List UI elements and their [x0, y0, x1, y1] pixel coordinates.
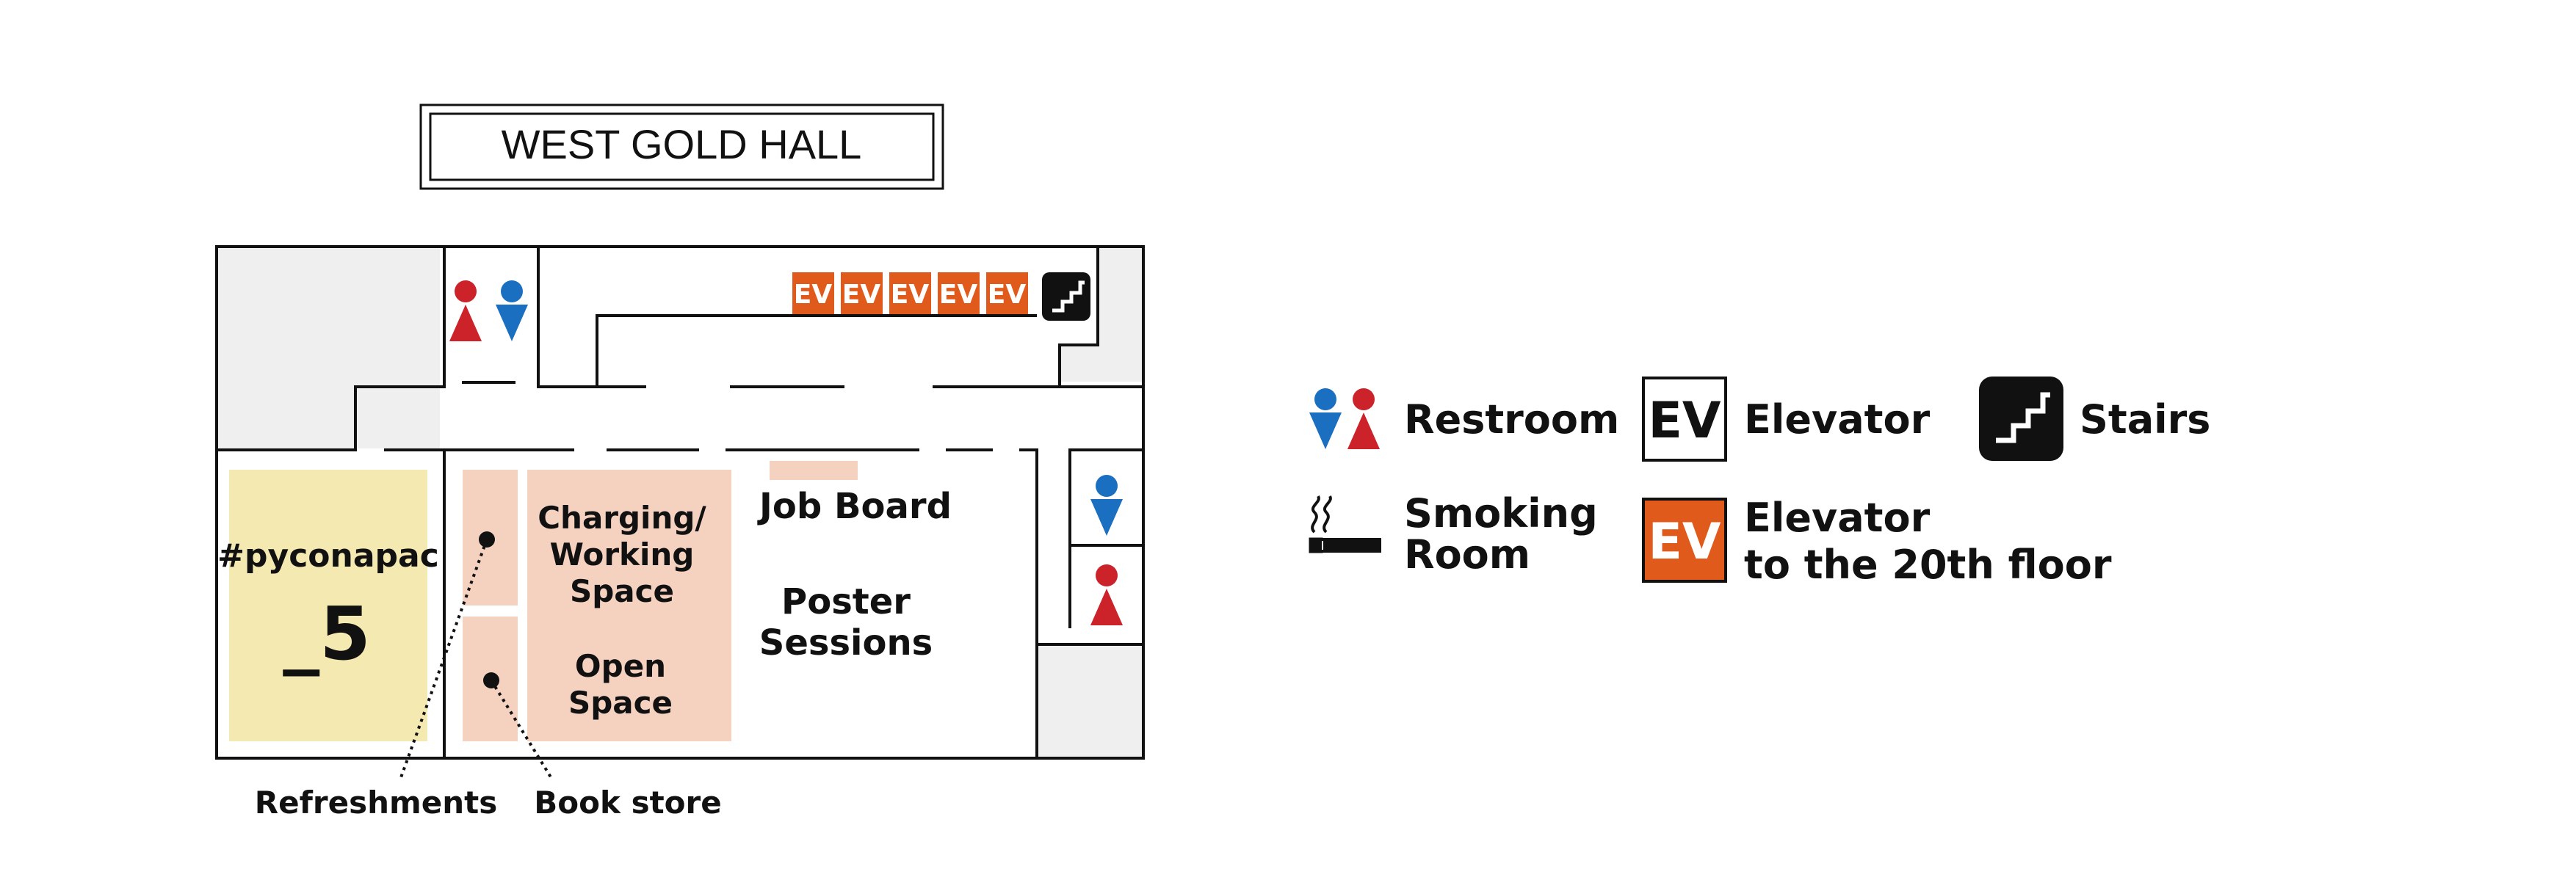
- job-board-bar: [770, 461, 858, 480]
- legend-stairs-icon: [1979, 377, 2063, 461]
- svg-text:EV: EV: [988, 280, 1027, 310]
- main-room-label-1: #pyconapac: [217, 537, 439, 575]
- outer-wall: [215, 245, 1145, 760]
- legend-restroom-label: Restroom: [1404, 396, 1619, 443]
- elevator-20f-2: EV: [841, 272, 883, 314]
- legend-elevator-label: Elevator: [1744, 396, 1931, 443]
- elevator-20f-5: EV: [986, 272, 1028, 314]
- charging-label-2: Working: [550, 537, 695, 572]
- floor-plan: EV EV EV EV EV: [215, 245, 1145, 821]
- legend-smoking-icon: [1309, 495, 1381, 553]
- svg-text:EV: EV: [842, 280, 881, 310]
- open-space-label-1: Open: [575, 648, 666, 684]
- elevator-bank: EV EV EV EV EV: [792, 272, 1028, 314]
- svg-text:EV: EV: [794, 280, 833, 310]
- legend-elevator-20f-icon: EV: [1642, 498, 1727, 583]
- legend-smoking-label-2: Room: [1404, 531, 1530, 578]
- legend-ev20-label-1: Elevator: [1744, 495, 1931, 541]
- legend-smoking-label-1: Smoking: [1404, 490, 1598, 537]
- hall-title: WEST GOLD HALL: [502, 121, 862, 167]
- restroom-icon-right-male: [1090, 475, 1123, 536]
- hall-title-plate: WEST GOLD HALL: [419, 103, 944, 190]
- restroom-icon-top: [449, 280, 528, 341]
- poster-label-2: Sessions: [759, 622, 933, 663]
- open-space-label-2: Space: [568, 685, 673, 721]
- charging-open-space: [527, 470, 731, 741]
- svg-text:EV: EV: [891, 280, 930, 310]
- job-board-label: Job Board: [757, 486, 952, 527]
- legend-elevator-icon: EV: [1642, 377, 1727, 462]
- elevator-20f-1: EV: [792, 272, 834, 314]
- charging-label-1: Charging/: [538, 500, 706, 536]
- elevator-20f-4: EV: [938, 272, 980, 314]
- bookstore-callout: [483, 672, 554, 781]
- legend-stairs-label: Stairs: [2080, 396, 2210, 443]
- stairs-icon: [1042, 272, 1090, 321]
- charging-label-3: Space: [570, 573, 674, 609]
- gray-area-bottom-right: [1037, 644, 1143, 758]
- svg-text:EV: EV: [1648, 513, 1721, 571]
- restroom-icon-right-female: [1090, 564, 1123, 625]
- poster-label-1: Poster: [781, 581, 911, 622]
- gray-area-top-left: [217, 247, 440, 448]
- legend-restroom-icon: [1309, 388, 1380, 449]
- main-room-label-2: _5: [283, 591, 371, 677]
- elevator-20f-3: EV: [889, 272, 931, 314]
- legend-ev20-label-2: to the 20th floor: [1744, 542, 2112, 588]
- legend: Restroom EV Elevator Stairs Smoking Room…: [1309, 377, 2210, 588]
- gray-area-top-right: [1060, 247, 1143, 382]
- bookstore-label: Book store: [534, 785, 721, 821]
- refreshments-callout: [399, 531, 495, 780]
- main-room: [229, 470, 427, 741]
- svg-text:EV: EV: [1648, 392, 1721, 450]
- svg-text:EV: EV: [939, 280, 978, 310]
- refreshments-label: Refreshments: [255, 785, 497, 821]
